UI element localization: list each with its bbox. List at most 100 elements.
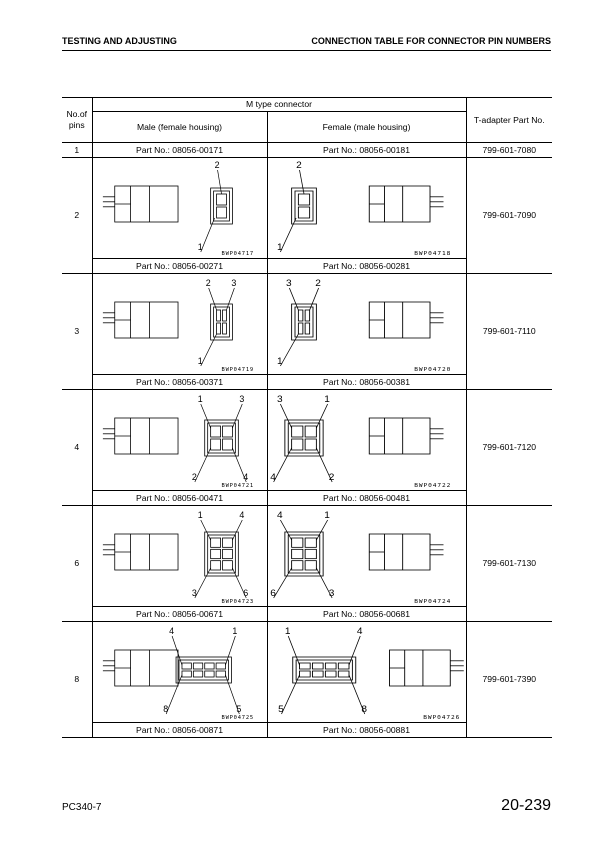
female-part-cell: Part No.: 08056-00881 — [266, 722, 467, 738]
pin-number-label: 4 — [270, 472, 276, 482]
pin-number-label: 4 — [169, 626, 174, 636]
pin-number-label: 1 — [324, 510, 330, 520]
leader-line — [231, 447, 247, 483]
drawing-code: BWP04718 — [414, 251, 451, 257]
pin-number-label: 1 — [197, 242, 202, 252]
leader-line — [348, 674, 365, 715]
col-header-pins: No.of pins — [62, 97, 93, 143]
female-part-cell: Part No.: 08056-00381 — [266, 374, 467, 390]
leader-line — [315, 403, 328, 429]
footer-model: PC340-7 — [62, 802, 102, 813]
leader-line — [288, 287, 299, 311]
pin-number-label: 3 — [277, 394, 283, 404]
connector-face-view — [291, 656, 356, 684]
connector-side-view — [102, 301, 178, 339]
leader-line — [194, 567, 211, 599]
pin-number-label: 1 — [197, 510, 202, 520]
leader-line — [315, 519, 328, 541]
connector-side-view — [368, 301, 444, 339]
tadapter-cell: 799-601-7130 — [465, 505, 553, 622]
pin-number-label: 4 — [243, 472, 248, 482]
leader-line — [298, 169, 304, 195]
leader-line — [207, 287, 217, 311]
connector-face-view — [290, 303, 317, 341]
footer-page-number: 20-239 — [501, 797, 551, 814]
pin-number-label: 8 — [361, 704, 367, 714]
pin-number-label: 2 — [205, 278, 210, 288]
drawing-code: BWP04725 — [221, 715, 253, 721]
connector-side-view — [102, 533, 178, 571]
connector-side-view — [102, 417, 178, 455]
drawing-code: BWP04721 — [221, 483, 253, 489]
page-header: TESTING AND ADJUSTING CONNECTION TABLE F… — [62, 36, 551, 51]
tadapter-cell: 799-601-7390 — [465, 621, 553, 738]
leader-line — [199, 333, 217, 367]
pins-cell: 3 — [62, 273, 93, 390]
leader-line — [287, 635, 300, 666]
pin-number-label: 1 — [284, 626, 290, 636]
leader-line — [279, 403, 292, 429]
drawing-code: BWP04720 — [414, 367, 451, 373]
pin-number-label: 8 — [163, 704, 168, 714]
drawing-code: BWP04723 — [221, 599, 253, 605]
leader-line — [165, 674, 182, 715]
pin-number-label: 5 — [278, 704, 284, 714]
table-row: 1 Part No.: 08056-00171 Part No.: 08056-… — [62, 142, 553, 158]
pin-number-label: 3 — [191, 588, 196, 598]
connector-side-view — [388, 649, 464, 687]
pin-number-label: 2 — [296, 160, 302, 170]
female-part-cell: Part No.: 08056-00681 — [266, 606, 467, 622]
pins-cell: 4 — [62, 389, 93, 506]
connector-face-view — [283, 531, 324, 577]
pin-number-label: 3 — [239, 394, 244, 404]
male-part-cell: Part No.: 08056-00171 — [91, 142, 268, 158]
connector-face-view — [209, 303, 233, 341]
drawing-code: BWP04722 — [414, 483, 451, 489]
female-part-cell: Part No.: 08056-00181 — [266, 142, 467, 158]
pin-number-label: 2 — [214, 160, 219, 170]
connector-side-view — [102, 649, 178, 687]
male-part-cell: Part No.: 08056-00471 — [91, 490, 268, 506]
drawing-code: BWP04724 — [414, 599, 451, 605]
drawing-code: BWP04719 — [221, 367, 253, 373]
pin-number-label: 2 — [315, 278, 321, 288]
leader-line — [272, 447, 292, 483]
col-header-female: Female (male housing) — [266, 111, 467, 143]
connector-face-view — [203, 531, 239, 577]
leader-line — [231, 403, 243, 429]
pin-number-label: 6 — [270, 588, 276, 598]
connector-side-view — [368, 417, 444, 455]
connector-side-view — [102, 185, 178, 223]
leader-line — [225, 287, 235, 311]
pin-number-label: 1 — [197, 356, 202, 366]
male-part-cell: Part No.: 08056-00871 — [91, 722, 268, 738]
tadapter-cell: 799-601-7080 — [465, 142, 553, 158]
drawing-code: BWP04726 — [423, 715, 460, 721]
connector-face-view — [175, 656, 232, 684]
pin-number-label: 1 — [277, 356, 283, 366]
tadapter-cell: 799-601-7110 — [465, 273, 553, 390]
leader-line — [231, 567, 247, 599]
pin-number-label: 3 — [328, 588, 334, 598]
leader-line — [279, 519, 292, 541]
table-header-row: No.of pins M type connector T-adapter Pa… — [62, 97, 553, 143]
pin-number-label: 3 — [231, 278, 236, 288]
pin-number-label: 4 — [356, 626, 362, 636]
female-part-cell: Part No.: 08056-00281 — [266, 258, 467, 274]
pin-number-label: 2 — [191, 472, 196, 482]
connector-face-view — [209, 187, 233, 225]
pin-number-label: 4 — [239, 510, 244, 520]
pin-number-label: 1 — [197, 394, 202, 404]
